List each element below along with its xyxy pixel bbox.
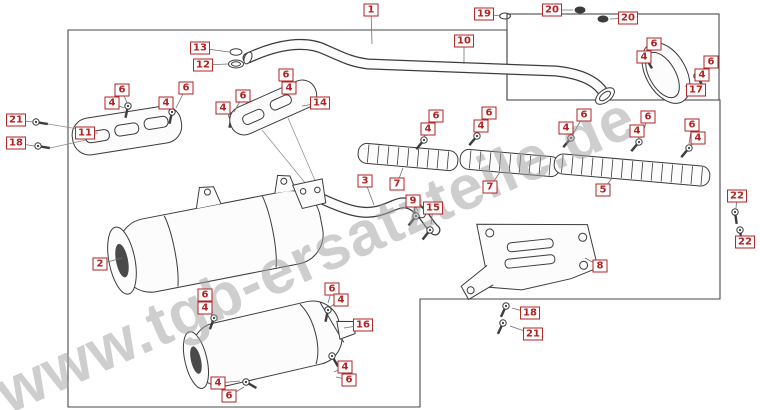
callout-5[interactable]: 5 [595, 183, 611, 197]
callout-6[interactable]: 6 [646, 37, 662, 51]
mounting-bracket [460, 223, 599, 301]
callout-15[interactable]: 15 [423, 201, 443, 215]
callout-20[interactable]: 20 [542, 3, 562, 17]
callout-4[interactable]: 4 [694, 68, 710, 82]
bolt-icon [31, 117, 50, 129]
bolt-icon [493, 317, 509, 337]
end-cap [641, 42, 691, 104]
callout-8[interactable]: 8 [592, 259, 608, 273]
pipe-shield-2 [459, 148, 561, 178]
callout-7[interactable]: 7 [389, 177, 405, 191]
callout-9[interactable]: 9 [405, 194, 421, 208]
callout-6[interactable]: 6 [481, 106, 497, 120]
callout-6[interactable]: 6 [703, 55, 719, 69]
muffler-rear [182, 300, 356, 389]
callout-4[interactable]: 4 [158, 96, 174, 110]
callout-4[interactable]: 4 [333, 293, 349, 307]
callout-6[interactable]: 6 [235, 89, 251, 103]
callout-6[interactable]: 6 [324, 282, 340, 296]
exhaust-header-pipe [242, 38, 615, 105]
callout-4[interactable]: 4 [281, 81, 297, 95]
bolt-icon [627, 136, 645, 155]
bolt-icon [404, 210, 422, 229]
border-frame [67, 13, 721, 408]
callout-4[interactable]: 4 [690, 131, 706, 145]
callout-19[interactable]: 19 [474, 7, 494, 21]
callout-18[interactable]: 18 [520, 306, 540, 320]
pipe-shield-3 [553, 153, 711, 187]
callout-6[interactable]: 6 [114, 83, 130, 97]
callout-4[interactable]: 4 [420, 122, 436, 136]
callout-17[interactable]: 17 [686, 83, 706, 97]
callout-1[interactable]: 1 [363, 3, 379, 17]
callout-13[interactable]: 13 [190, 41, 210, 55]
callout-6[interactable]: 6 [197, 288, 213, 302]
callout-4[interactable]: 4 [104, 96, 120, 110]
callout-4[interactable]: 4 [197, 301, 213, 315]
callout-6[interactable]: 6 [428, 109, 444, 123]
muffler-front [107, 174, 324, 295]
callout-4[interactable]: 4 [210, 376, 226, 390]
callout-4[interactable]: 4 [215, 101, 231, 115]
callout-6[interactable]: 6 [341, 373, 357, 387]
bolt-icon [465, 130, 483, 149]
bolt-icon [33, 141, 52, 153]
bolt-icon [559, 132, 577, 151]
callout-4[interactable]: 4 [337, 360, 353, 374]
callout-3[interactable]: 3 [357, 174, 373, 188]
callout-11[interactable]: 11 [75, 126, 95, 140]
bolt-icon [730, 207, 742, 226]
callout-6[interactable]: 6 [178, 81, 194, 95]
callout-14[interactable]: 14 [310, 96, 330, 110]
callout-6[interactable]: 6 [684, 118, 700, 132]
callout-16[interactable]: 16 [353, 318, 373, 332]
callout-4[interactable]: 4 [473, 119, 489, 133]
callout-6[interactable]: 6 [576, 108, 592, 122]
callout-10[interactable]: 10 [454, 34, 474, 48]
connector-pipe [292, 178, 441, 236]
callout-22[interactable]: 22 [727, 189, 747, 203]
callout-6[interactable]: 6 [640, 110, 656, 124]
callout-20[interactable]: 20 [618, 11, 638, 25]
callout-2[interactable]: 2 [92, 257, 108, 271]
callout-22[interactable]: 22 [735, 235, 755, 249]
callout-21[interactable]: 21 [523, 327, 543, 341]
callout-4[interactable]: 4 [629, 124, 645, 138]
callout-4[interactable]: 4 [558, 121, 574, 135]
heat-shield-left [71, 105, 183, 156]
callout-6[interactable]: 6 [221, 389, 237, 403]
callout-7[interactable]: 7 [482, 180, 498, 194]
callout-6[interactable]: 6 [278, 68, 294, 82]
callout-12[interactable]: 12 [193, 58, 213, 72]
gasket-rings [228, 48, 244, 69]
bolt-icon [496, 300, 512, 320]
seal-rings-top [499, 6, 609, 23]
construction-lines [261, 117, 321, 193]
callout-4[interactable]: 4 [636, 50, 652, 64]
pipe-shield-1 [357, 142, 459, 172]
callout-21[interactable]: 21 [6, 113, 26, 127]
heat-shield-upper [229, 79, 318, 136]
callout-18[interactable]: 18 [6, 136, 26, 150]
